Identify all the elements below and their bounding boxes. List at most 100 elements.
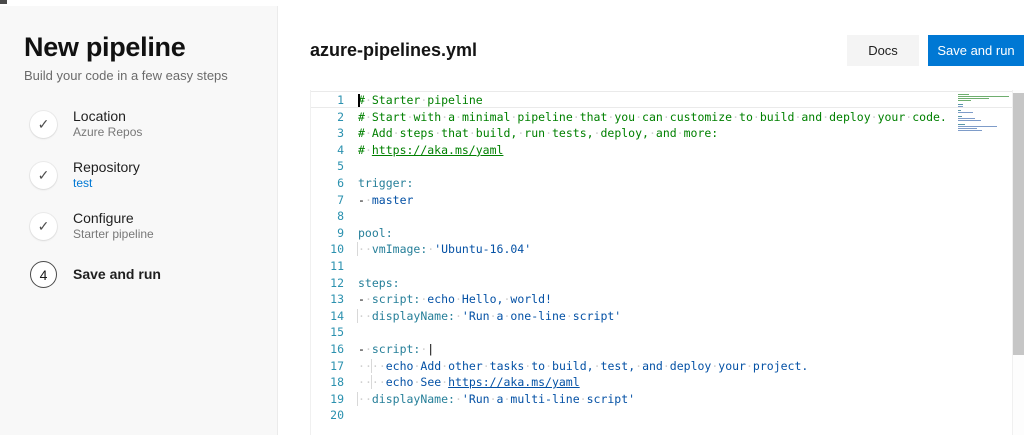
whitespace-dot: ·: [503, 292, 511, 307]
whitespace-dot: ·: [517, 126, 525, 141]
whitespace-dot: ·: [364, 93, 372, 107]
whitespace-dot: ·: [870, 109, 878, 124]
whitespace-dot: ·: [358, 391, 365, 406]
whitespace-dot: ·: [822, 109, 830, 124]
whitespace-dot: ·: [794, 109, 802, 124]
code-line[interactable]: #·Add·steps·that·build,·run·tests,·deplo…: [358, 126, 719, 141]
whitespace-dot: ·: [358, 358, 365, 373]
code-line[interactable]: -·master: [358, 192, 414, 207]
check-icon: ✓: [30, 212, 57, 240]
code-line[interactable]: -·script:·echo·Hello,·world!: [358, 292, 552, 307]
whitespace-dot: ·: [579, 391, 587, 406]
scrollbar-thumb[interactable]: [1013, 93, 1024, 355]
line-number: 8: [337, 209, 344, 224]
whitespace-dot: ·: [454, 308, 462, 323]
minimap-line: [958, 102, 1010, 103]
step-label: Configure: [73, 210, 134, 226]
line-number: 15: [330, 325, 344, 340]
step-label: Repository: [73, 159, 140, 175]
whitespace-dot: ·: [358, 242, 365, 257]
line-number: 19: [330, 391, 344, 406]
minimap-line: [958, 94, 969, 95]
whitespace-dot: ·: [648, 126, 656, 141]
code-line[interactable]: #·https://aka.ms/yaml: [358, 142, 504, 157]
editor-minimap[interactable]: [958, 94, 1010, 134]
whitespace-dot: ·: [607, 109, 615, 124]
save-and-run-button[interactable]: Save and run: [928, 35, 1024, 66]
code-line[interactable]: [358, 158, 1012, 175]
code-line[interactable]: -·script:·|: [358, 341, 435, 356]
step-sublabel: Azure Repos: [73, 125, 143, 139]
minimap-line: [958, 118, 975, 119]
page-title: New pipeline: [24, 32, 186, 62]
code-line[interactable]: steps:: [358, 275, 400, 290]
whitespace-dot: ·: [468, 126, 476, 141]
whitespace-dot: ·: [593, 126, 601, 141]
whitespace-dot: ·: [413, 358, 421, 373]
line-number: 5: [337, 159, 344, 174]
screen-edge-artifact: [0, 0, 7, 4]
line-number: 2: [337, 109, 344, 124]
code-line[interactable]: [358, 258, 1012, 275]
code-line[interactable]: ··displayName:·'Run·a·multi-line·script': [357, 391, 636, 406]
code-line[interactable]: ····echo·Add·other·tasks·to·build,·test,…: [358, 358, 809, 373]
code-line[interactable]: ··displayName:·'Run·a·one-line·script': [357, 308, 622, 323]
whitespace-dot: ·: [364, 341, 372, 356]
whitespace-dot: ·: [371, 358, 379, 373]
whitespace-dot: ·: [378, 375, 386, 390]
whitespace-dot: ·: [572, 109, 580, 124]
code-line[interactable]: pool:: [358, 225, 393, 240]
whitespace-dot: ·: [364, 192, 372, 207]
line-number: 11: [330, 258, 344, 273]
whitespace-dot: ·: [364, 358, 372, 373]
page-subtitle: Build your code in a few easy steps: [24, 68, 228, 83]
docs-button[interactable]: Docs: [847, 35, 919, 66]
whitespace-dot: ·: [420, 93, 428, 107]
whitespace-dot: ·: [510, 109, 518, 124]
minimap-line: [958, 104, 963, 105]
whitespace-dot: ·: [427, 242, 435, 257]
code-line[interactable]: ····echo·See·https://aka.ms/yaml: [358, 375, 580, 390]
whitespace-dot: ·: [364, 109, 372, 124]
code-line[interactable]: ··vmImage:·'Ubuntu-16.04': [357, 242, 532, 257]
line-number: 12: [330, 275, 344, 290]
code-line[interactable]: [358, 407, 1012, 424]
whitespace-dot: ·: [392, 126, 400, 141]
whitespace-dot: ·: [420, 292, 428, 307]
whitespace-dot: ·: [358, 375, 365, 390]
code-line[interactable]: trigger:: [358, 175, 414, 190]
code-content[interactable]: #·Starter·pipeline #·Start·with·a·minimal…: [357, 92, 1012, 424]
minimap-line: [958, 132, 1010, 133]
repository-link[interactable]: test: [73, 176, 93, 190]
code-line[interactable]: [358, 324, 1012, 341]
whitespace-dot: ·: [593, 358, 601, 373]
whitespace-dot: ·: [371, 375, 379, 390]
whitespace-dot: ·: [711, 358, 719, 373]
code-line[interactable]: #·Start·with·a·minimal·pipeline·that·you…: [358, 109, 947, 124]
line-number: 6: [337, 175, 344, 190]
whitespace-dot: ·: [752, 109, 760, 124]
whitespace-dot: ·: [676, 126, 684, 141]
whitespace-dot: ·: [503, 391, 511, 406]
whitespace-dot: ·: [489, 308, 497, 323]
vertical-scrollbar[interactable]: [1012, 90, 1024, 435]
code-line[interactable]: [358, 208, 1012, 225]
minimap-line: [958, 130, 982, 131]
whitespace-dot: ·: [489, 391, 497, 406]
minimap-line: [958, 100, 971, 101]
line-number: 16: [330, 341, 344, 356]
line-number: 18: [330, 375, 344, 390]
code-line[interactable]: #·Starter·pipeline: [358, 93, 483, 107]
whitespace-dot: ·: [905, 109, 913, 124]
step-number: 4: [30, 261, 57, 288]
line-number: 10: [330, 242, 344, 257]
whitespace-dot: ·: [441, 375, 449, 390]
whitespace-dot: ·: [358, 308, 365, 323]
whitespace-dot: ·: [413, 375, 421, 390]
